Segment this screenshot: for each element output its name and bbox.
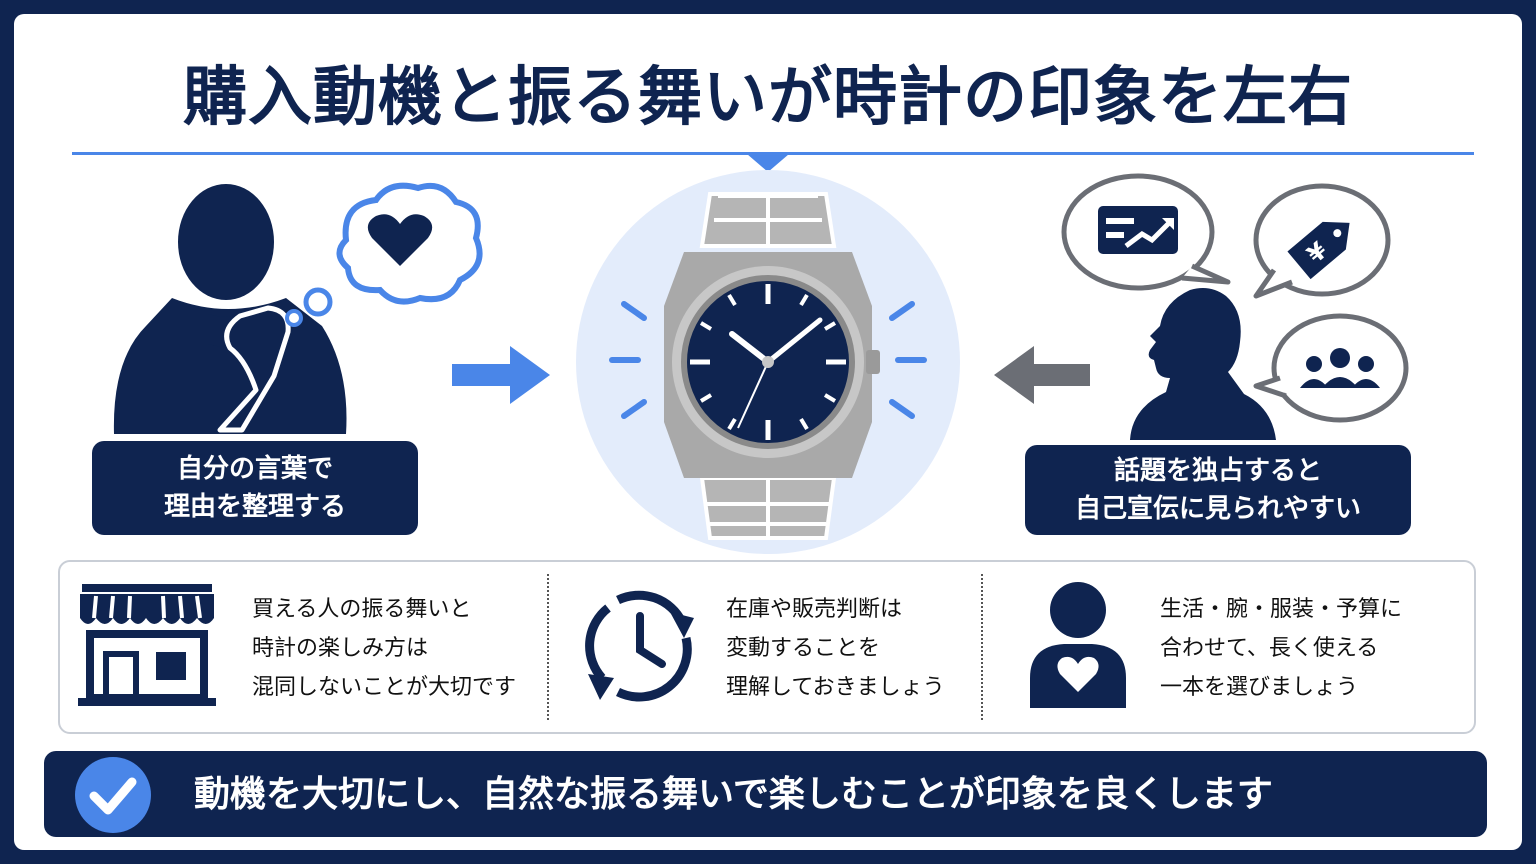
trend-card-icon [1098,206,1178,254]
title-divider [72,152,1474,155]
check-circle-icon [75,757,151,833]
info-2-line-3: 理解しておきましょう [726,675,945,700]
info-1-line-3: 混同しないことが大切です [252,675,517,700]
thinking-person-icon [113,184,347,434]
footer-message: 動機を大切にし、自然な振る舞いで楽しむことが印象を良くします [194,774,1273,815]
info-1-line-2: 時計の楽しみ方は [252,636,429,661]
price-tag-icon: ¥ [1287,221,1350,280]
info-text-1: 買える人の振る舞いと 時計の楽しみ方は 混同しないことが大切です [252,590,516,707]
clock-refresh-icon [585,590,694,702]
storefront-icon [78,584,216,706]
right-label-line2: 自己宣伝に見られやすい [1074,494,1361,524]
shine-lines [609,301,927,419]
info-panel [58,560,1476,734]
right-label-box: 話題を独占すると 自己宣伝に見られやすい [1025,445,1411,535]
info-2-line-2: 変動することを [726,636,881,661]
left-label-line2: 理由を整理する [163,492,346,522]
heart-icon [367,214,433,266]
speech-bubble-price: ¥ [1253,183,1391,299]
info-3-line-1: 生活・腕・服装・予算に [1160,597,1403,622]
info-2-line-1: 在庫や販売判断は [726,597,903,622]
info-1-line-1: 買える人の振る舞いと [252,597,472,622]
info-divider-1 [547,574,549,720]
left-arrow-icon [994,346,1090,404]
info-text-3: 生活・腕・服装・予算に 合わせて、長く使える 一本を選びましょう [1160,590,1402,707]
speaking-person-illustration: ¥ [1061,173,1409,440]
info-divider-2 [981,574,983,720]
right-arrow-icon [452,346,550,404]
thinking-person-illustration [113,182,483,434]
info-3-line-3: 一本を選びましょう [1160,675,1359,700]
left-label-box: 自分の言葉で 理由を整理する [92,441,418,535]
speaking-person-icon [1130,288,1276,440]
group-icon [1300,348,1380,388]
speech-bubble-people [1253,313,1409,423]
right-label-line1: 話題を独占すると [1113,456,1322,486]
info-text-2: 在庫や販売判断は 変動することを 理解しておきましょう [726,590,945,707]
thought-bubble [285,182,483,327]
footer-banner [44,751,1487,837]
watch-illustration [576,170,960,554]
speech-bubble-chart [1061,173,1231,291]
page-title: 購入動機と振る舞いが時計の印象を左右 [183,61,1353,135]
info-3-line-2: 合わせて、長く使える [1160,636,1379,661]
watch-icon [664,192,880,540]
person-heart-icon [1030,582,1126,708]
title-pointer-triangle [747,154,789,172]
left-label-line1: 自分の言葉で [176,454,333,484]
